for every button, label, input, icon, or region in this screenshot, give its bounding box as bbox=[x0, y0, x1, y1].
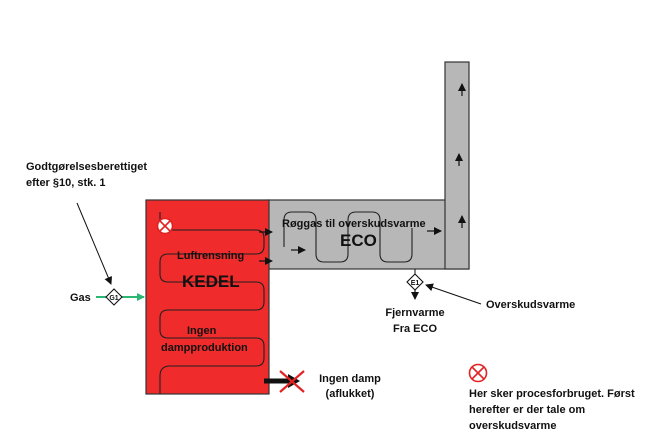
eco-title: ECO bbox=[340, 231, 377, 250]
roeggas-label: Røggas til overskudsvarme bbox=[282, 218, 426, 230]
fjernvarme-label: Fjernvarme bbox=[385, 307, 444, 319]
overskudsvarme-pointer bbox=[425, 283, 482, 305]
fra-eco-label: Fra ECO bbox=[393, 323, 437, 335]
dampproduktion-label: dampproduktion bbox=[161, 342, 248, 354]
ingen-damp-label: Ingen damp bbox=[319, 373, 381, 385]
chimney bbox=[444, 61, 470, 270]
legend-line3: overskudsvarme bbox=[469, 420, 556, 432]
eco-coil bbox=[283, 211, 413, 263]
boiler-coil bbox=[159, 212, 265, 394]
aflukket-label: (aflukket) bbox=[326, 388, 375, 400]
legend-line2: herefter er der tale om bbox=[469, 404, 585, 416]
meter-g1-label: G1 bbox=[109, 295, 118, 302]
luftrensning-label: Luftrensning bbox=[177, 250, 244, 262]
legend-marker-icon bbox=[468, 363, 488, 383]
overskudsvarme-label: Overskudsvarme bbox=[486, 299, 575, 311]
meter-e1-label: E1 bbox=[411, 280, 420, 287]
note-line2: efter §10, stk. 1 bbox=[26, 177, 106, 189]
gas-label: Gas bbox=[70, 292, 91, 304]
meter-e1: E1 bbox=[406, 273, 424, 291]
blocked-steam-icon bbox=[279, 370, 305, 393]
note-pointer bbox=[76, 202, 112, 285]
note-line1: Godtgørelsesberettiget bbox=[26, 161, 147, 173]
legend-line1: Her sker procesforbruget. Først bbox=[469, 388, 635, 400]
meter-g1: G1 bbox=[105, 288, 123, 306]
process-marker-icon bbox=[156, 217, 174, 235]
kedel-title: KEDEL bbox=[182, 272, 240, 291]
ingen-label: Ingen bbox=[187, 325, 217, 337]
